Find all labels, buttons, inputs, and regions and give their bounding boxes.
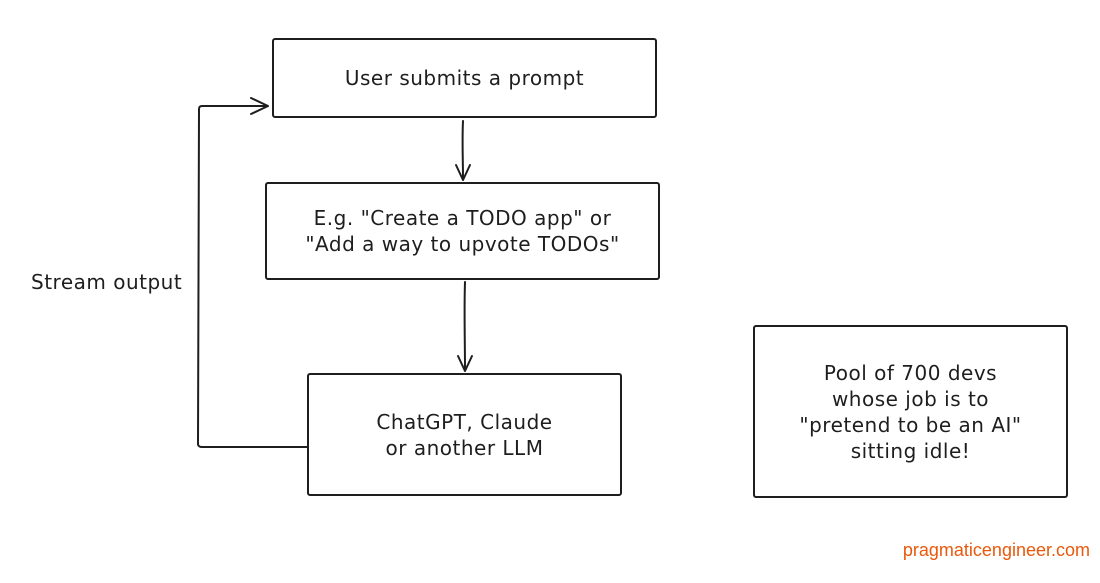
box-pool-of-devs: Pool of 700 devs whose job is to "preten… xyxy=(753,325,1068,498)
watermark-text: pragmaticengineer.com xyxy=(902,540,1090,560)
stream-output-label: Stream output xyxy=(31,270,183,294)
flow-box-llm-label: ChatGPT, Claude or another LLM xyxy=(376,409,553,460)
flow-box-example-prompts-label: E.g. "Create a TODO app" or "Add a way t… xyxy=(305,206,620,256)
flow-box-example-prompts: E.g. "Create a TODO app" or "Add a way t… xyxy=(265,182,660,280)
flow-box-user-prompt-label: User submits a prompt xyxy=(344,66,585,90)
arrow-example-to-llm xyxy=(457,281,473,372)
box-pool-of-devs-label: Pool of 700 devs whose job is to "preten… xyxy=(799,360,1022,463)
flow-box-llm: ChatGPT, Claude or another LLM xyxy=(307,373,622,496)
arrow-prompt-to-example xyxy=(455,120,471,181)
arrow-stream-output-loop xyxy=(197,97,308,448)
flow-box-user-prompt: User submits a prompt xyxy=(272,38,657,118)
